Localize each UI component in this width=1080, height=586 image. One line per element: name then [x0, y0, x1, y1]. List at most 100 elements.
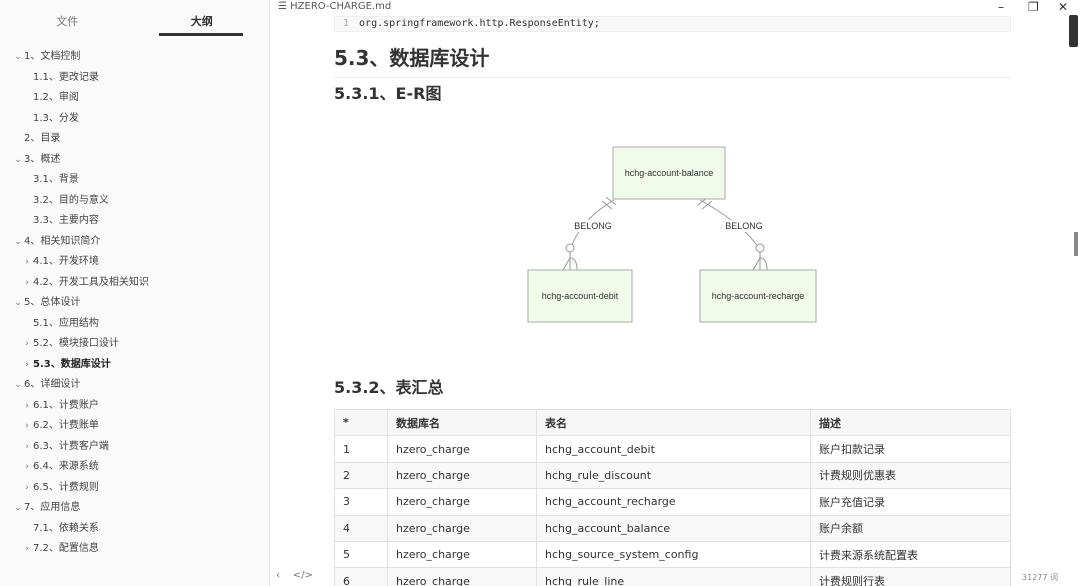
minimize-icon[interactable]: – [998, 0, 1004, 14]
er-diagram: hchg-account-balance hchg-account-debit … [520, 140, 820, 330]
table-cell: 账户扣款记录 [811, 436, 1011, 462]
source-code-mode-icon[interactable]: </> [293, 570, 313, 581]
relation-label: BELONG [574, 221, 612, 231]
chevron-right-icon[interactable]: › [21, 355, 33, 376]
chevron-right-icon[interactable]: › [21, 416, 33, 437]
outline-item-label: 1.2、审阅 [33, 92, 79, 103]
table-cell: 5 [335, 541, 388, 567]
outline-item[interactable]: 1.2、审阅 [0, 88, 269, 109]
outline-item-label: 4.1、开发环境 [33, 256, 99, 267]
outline-item-label: 1.3、分发 [33, 113, 79, 124]
tab-outline[interactable]: 大纲 [135, 0, 270, 36]
outline-item[interactable]: 7.1、依赖关系 [0, 519, 269, 540]
column-header: 表名 [537, 410, 811, 436]
outline-item[interactable]: ›5.3、数据库设计 [0, 355, 269, 376]
table-cell: hzero_charge [388, 489, 537, 515]
file-title: ☰ HZERO-CHARGE.md [278, 0, 391, 14]
table-cell: 账户余额 [811, 515, 1011, 541]
table-cell: hchg_source_system_config [537, 541, 811, 567]
chevron-right-icon[interactable]: › [21, 539, 33, 560]
chevron-right-icon[interactable]: › [21, 437, 33, 458]
table-cell: hzero_charge [388, 568, 537, 586]
table-cell: 账户充值记录 [811, 489, 1011, 515]
scrollbar-thumb[interactable] [1069, 15, 1078, 47]
outline-item[interactable]: ›6.4、来源系统 [0, 457, 269, 478]
relation-line-recharge [700, 200, 760, 265]
outline-item-label: 1、文档控制 [24, 51, 80, 62]
outline-item[interactable]: 3.1、背景 [0, 170, 269, 191]
table-cell: hzero_charge [388, 515, 537, 541]
outline-item-label: 5、总体设计 [24, 297, 80, 308]
outline-item[interactable]: ⌄5、总体设计 [0, 293, 269, 314]
chevron-right-icon[interactable]: › [21, 252, 33, 273]
table-row: 3hzero_chargehchg_account_recharge账户充值记录 [335, 489, 1011, 515]
outline-item[interactable]: 3.3、主要内容 [0, 211, 269, 232]
toggle-sidebar-icon[interactable]: ‹ [276, 570, 280, 581]
outline-item-label: 7.2、配置信息 [33, 543, 99, 554]
outline-item[interactable]: 5.1、应用结构 [0, 314, 269, 335]
outline-item[interactable]: ›4.2、开发工具及相关知识 [0, 273, 269, 294]
outline-item[interactable]: ⌄3、概述 [0, 150, 269, 171]
table-cell: 计费规则行表 [811, 568, 1011, 586]
tab-files[interactable]: 文件 [0, 0, 135, 36]
outline-item-label: 5.2、模块接口设计 [33, 338, 119, 349]
table-row: 5hzero_chargehchg_source_system_config计费… [335, 541, 1011, 567]
code-block[interactable]: 1org.springframework.http.ResponseEntity… [334, 16, 1011, 32]
chevron-right-icon[interactable]: › [21, 457, 33, 478]
outline-item[interactable]: ⌄1、文档控制 [0, 47, 269, 68]
chevron-right-icon[interactable]: › [21, 273, 33, 294]
menu-icon[interactable]: ☰ [278, 1, 290, 12]
outline-item-label: 4、相关知识简介 [24, 236, 100, 247]
outline-item[interactable]: ⌄7、应用信息 [0, 498, 269, 519]
table-cell: hchg_rule_line [537, 568, 811, 586]
relation-label: BELONG [725, 221, 763, 231]
table-cell: hzero_charge [388, 462, 537, 488]
chevron-down-icon[interactable]: ⌄ [12, 150, 24, 171]
outline-item[interactable]: ›6.3、计费客户端 [0, 437, 269, 458]
outline-item[interactable]: ›7.2、配置信息 [0, 539, 269, 560]
zero-cardinality-icon [566, 244, 574, 252]
outline-item[interactable]: ›6.1、计费账户 [0, 396, 269, 417]
table-row: 6hzero_chargehchg_rule_line计费规则行表 [335, 568, 1011, 586]
chevron-down-icon[interactable]: ⌄ [12, 232, 24, 253]
table-cell: hchg_rule_discount [537, 462, 811, 488]
table-cell: 1 [335, 436, 388, 462]
chevron-right-icon[interactable]: › [21, 478, 33, 499]
close-icon[interactable]: ✕ [1058, 0, 1068, 14]
maximize-icon[interactable]: ❐ [1028, 0, 1039, 14]
outline-item[interactable]: ›6.5、计费规则 [0, 478, 269, 499]
table-cell: 4 [335, 515, 388, 541]
outline-item-label: 6.4、来源系统 [33, 461, 99, 472]
outline-item-label: 3.1、背景 [33, 174, 79, 185]
outline-item[interactable]: 1.1、更改记录 [0, 68, 269, 89]
chevron-down-icon[interactable]: ⌄ [12, 47, 24, 68]
outline-item[interactable]: ›5.2、模块接口设计 [0, 334, 269, 355]
chevron-down-icon[interactable]: ⌄ [12, 498, 24, 519]
outline-item[interactable]: 1.3、分发 [0, 109, 269, 130]
chevron-right-icon[interactable]: › [21, 334, 33, 355]
title-bar: ☰ HZERO-CHARGE.md – ❐ ✕ [270, 0, 1080, 15]
outline-item[interactable]: ›4.1、开发环境 [0, 252, 269, 273]
outline-item[interactable]: 2、目录 [0, 129, 269, 150]
outline-item-label: 4.2、开发工具及相关知识 [33, 277, 149, 288]
outline-item-label: 6.3、计费客户端 [33, 441, 109, 452]
outline-item[interactable]: 3.2、目的与意义 [0, 191, 269, 212]
outline-item[interactable]: ⌄4、相关知识简介 [0, 232, 269, 253]
outline-list: ⌄1、文档控制1.1、更改记录1.2、审阅1.3、分发2、目录⌄3、概述3.1、… [0, 47, 269, 560]
zero-cardinality-icon [756, 244, 764, 252]
table-cell: hzero_charge [388, 541, 537, 567]
entity-debit-label: hchg-account-debit [542, 291, 619, 301]
heading-database-design: 5.3、数据库设计 [334, 42, 1011, 78]
outline-item[interactable]: ›6.2、计费账单 [0, 416, 269, 437]
outline-item[interactable]: ⌄6、详细设计 [0, 375, 269, 396]
chevron-down-icon[interactable]: ⌄ [12, 375, 24, 396]
chevron-down-icon[interactable]: ⌄ [12, 293, 24, 314]
scroll-position-marker[interactable] [1074, 232, 1078, 256]
outline-item-label: 3.3、主要内容 [33, 215, 99, 226]
chevron-right-icon[interactable]: › [21, 396, 33, 417]
word-count[interactable]: 31277 词 [1022, 572, 1058, 583]
table-cell: hchg_account_recharge [537, 489, 811, 515]
outline-item-label: 6.1、计费账户 [33, 400, 99, 411]
table-cell: 6 [335, 568, 388, 586]
heading-er-diagram: 5.3.1、E-R图 [334, 80, 441, 104]
